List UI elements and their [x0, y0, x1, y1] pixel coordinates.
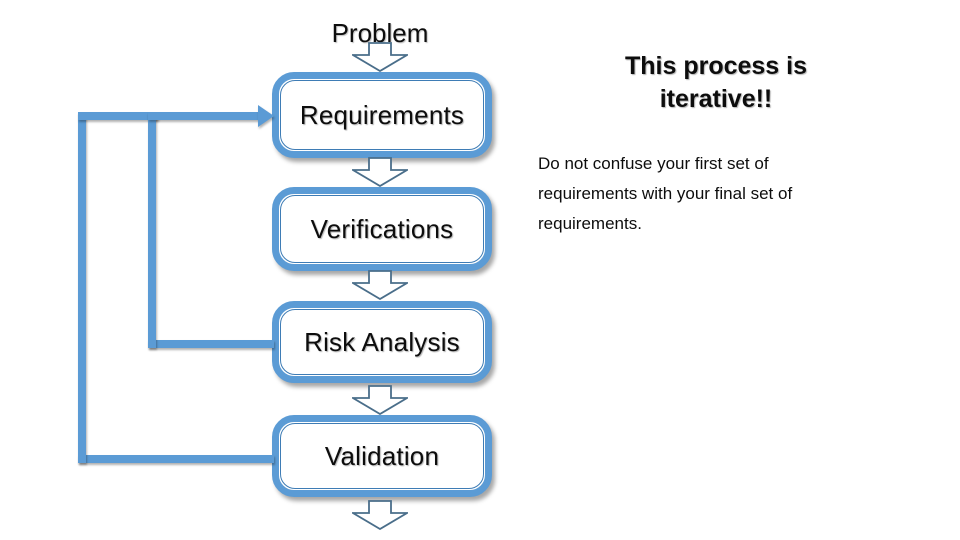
callout-body-line-2: requirements with your final set of: [538, 184, 793, 203]
arrow-validation-output-icon: [349, 500, 411, 531]
callout-heading-line-2: iterative!!: [659, 85, 773, 113]
process-box-requirements-label: Requirements: [299, 99, 465, 130]
process-box-validation-label: Validation: [324, 440, 440, 471]
callout-body-line-3: requirements.: [538, 214, 642, 233]
process-box-risk-analysis[interactable]: Risk Analysis: [272, 301, 492, 383]
arrow-verifications-to-risk-analysis-icon: [349, 270, 411, 301]
process-box-verifications[interactable]: Verifications: [272, 187, 492, 271]
callout-body: Do not confuse your first set of require…: [538, 149, 918, 239]
arrow-risk-analysis-to-validation-icon: [349, 385, 411, 416]
arrow-problem-to-requirements-icon: [349, 42, 411, 73]
process-box-risk-analysis-inner: [280, 309, 484, 375]
feedback-validation-bottom-segment: [78, 455, 274, 463]
feedback-risk-analysis-top-segment: [148, 112, 262, 120]
callout-heading: This process is iterative!!: [538, 50, 894, 116]
process-box-verifications-label: Verifications: [310, 213, 454, 244]
feedback-risk-analysis-left-segment: [148, 112, 156, 348]
arrow-requirements-to-verifications-icon: [349, 157, 411, 188]
process-box-validation[interactable]: Validation: [272, 415, 492, 497]
feedback-validation-left-segment: [78, 112, 86, 463]
feedback-validation-top-segment: [78, 112, 158, 120]
process-box-requirements-inner: [280, 80, 484, 150]
process-box-validation-inner: [280, 423, 484, 489]
process-box-requirements[interactable]: Requirements: [272, 72, 492, 158]
feedback-arrowhead-into-requirements-icon: [258, 105, 274, 127]
process-box-verifications-inner: [280, 195, 484, 263]
callout-heading-line-1: This process is: [624, 52, 808, 80]
callout-body-line-1: Do not confuse your first set of: [538, 154, 769, 173]
process-box-risk-analysis-label: Risk Analysis: [304, 326, 460, 357]
feedback-risk-analysis-bottom-segment: [148, 340, 274, 348]
